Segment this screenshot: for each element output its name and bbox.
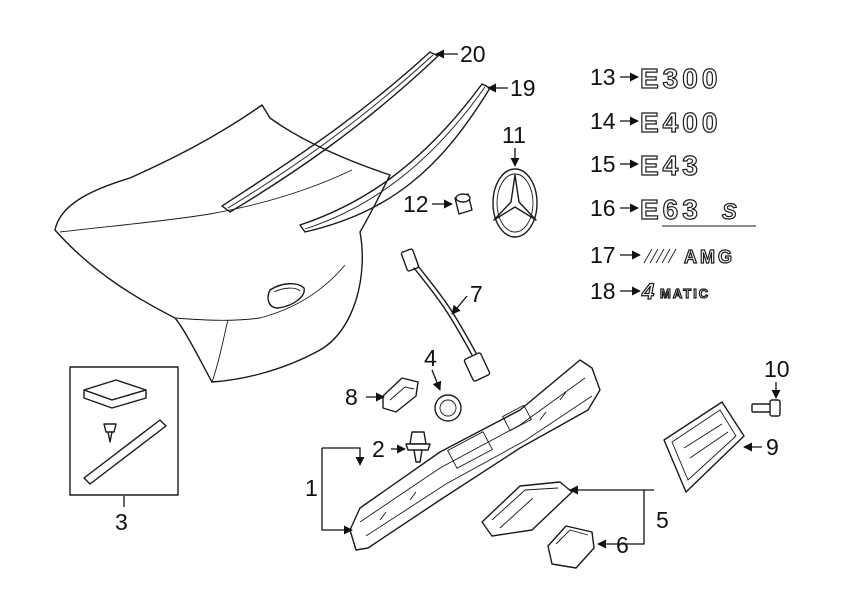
leader-lines [123, 49, 781, 549]
callout-19: 19 [510, 75, 536, 101]
callout-13: 13 [590, 64, 616, 90]
emblem-e63-text: E63 [640, 194, 702, 225]
camera-housing-5 [481, 481, 573, 537]
emblem-matic-text: MATIC [660, 286, 710, 301]
callout-5: 5 [656, 507, 669, 533]
emblem-e43-text: E43 [640, 150, 702, 181]
clip-4 [434, 394, 462, 422]
callout-16: 16 [590, 195, 616, 221]
emblem-e63s-16: E63 S [639, 193, 756, 227]
kit-3 [69, 366, 179, 496]
emblem-amg-17: AMG [643, 246, 735, 268]
emblem-s-text: S [722, 199, 737, 224]
bracket-8 [382, 377, 419, 413]
grommet-12 [454, 193, 473, 215]
callout-1: 1 [305, 475, 318, 501]
emblem-e400-text: E400 [640, 107, 721, 138]
callout-18: 18 [590, 278, 616, 304]
spoiler-strip-20 [221, 51, 439, 213]
callout-17: 17 [590, 242, 616, 268]
callout-6: 6 [616, 532, 629, 558]
push-clip-2 [405, 431, 431, 463]
emblem-e300-text: E300 [640, 63, 721, 94]
camera-6 [547, 525, 595, 569]
emblem-4-text: 4 [641, 279, 654, 304]
emblem-4matic-18: 4 MATIC [640, 278, 710, 304]
star-emblem-11 [492, 168, 538, 238]
callout-4: 4 [424, 345, 437, 371]
callout-7: 7 [470, 281, 483, 307]
emblem-amg-text: AMG [684, 247, 735, 267]
callout-12: 12 [403, 191, 429, 217]
callout-14: 14 [590, 108, 616, 134]
emblem-e400-14: E400 [639, 106, 721, 138]
handle-assembly-1 [349, 359, 601, 551]
emblem-e43-15: E43 [639, 149, 702, 181]
callout-10: 10 [764, 356, 790, 382]
callout-15: 15 [590, 151, 616, 177]
callout-8: 8 [345, 384, 358, 410]
wiring-harness-7 [400, 248, 491, 382]
callouts: 20 19 11 12 7 4 8 2 1 3 5 6 9 10 13 14 1… [115, 41, 790, 558]
callout-3: 3 [115, 509, 128, 535]
callout-20: 20 [460, 41, 486, 67]
callout-11: 11 [502, 122, 526, 148]
trunk-lid [54, 104, 391, 383]
callout-2: 2 [372, 436, 385, 462]
emblem-e300-13: E300 [639, 62, 721, 94]
plate-bracket-9 [663, 401, 745, 493]
bolt-10 [751, 399, 781, 417]
callout-9: 9 [766, 434, 779, 460]
